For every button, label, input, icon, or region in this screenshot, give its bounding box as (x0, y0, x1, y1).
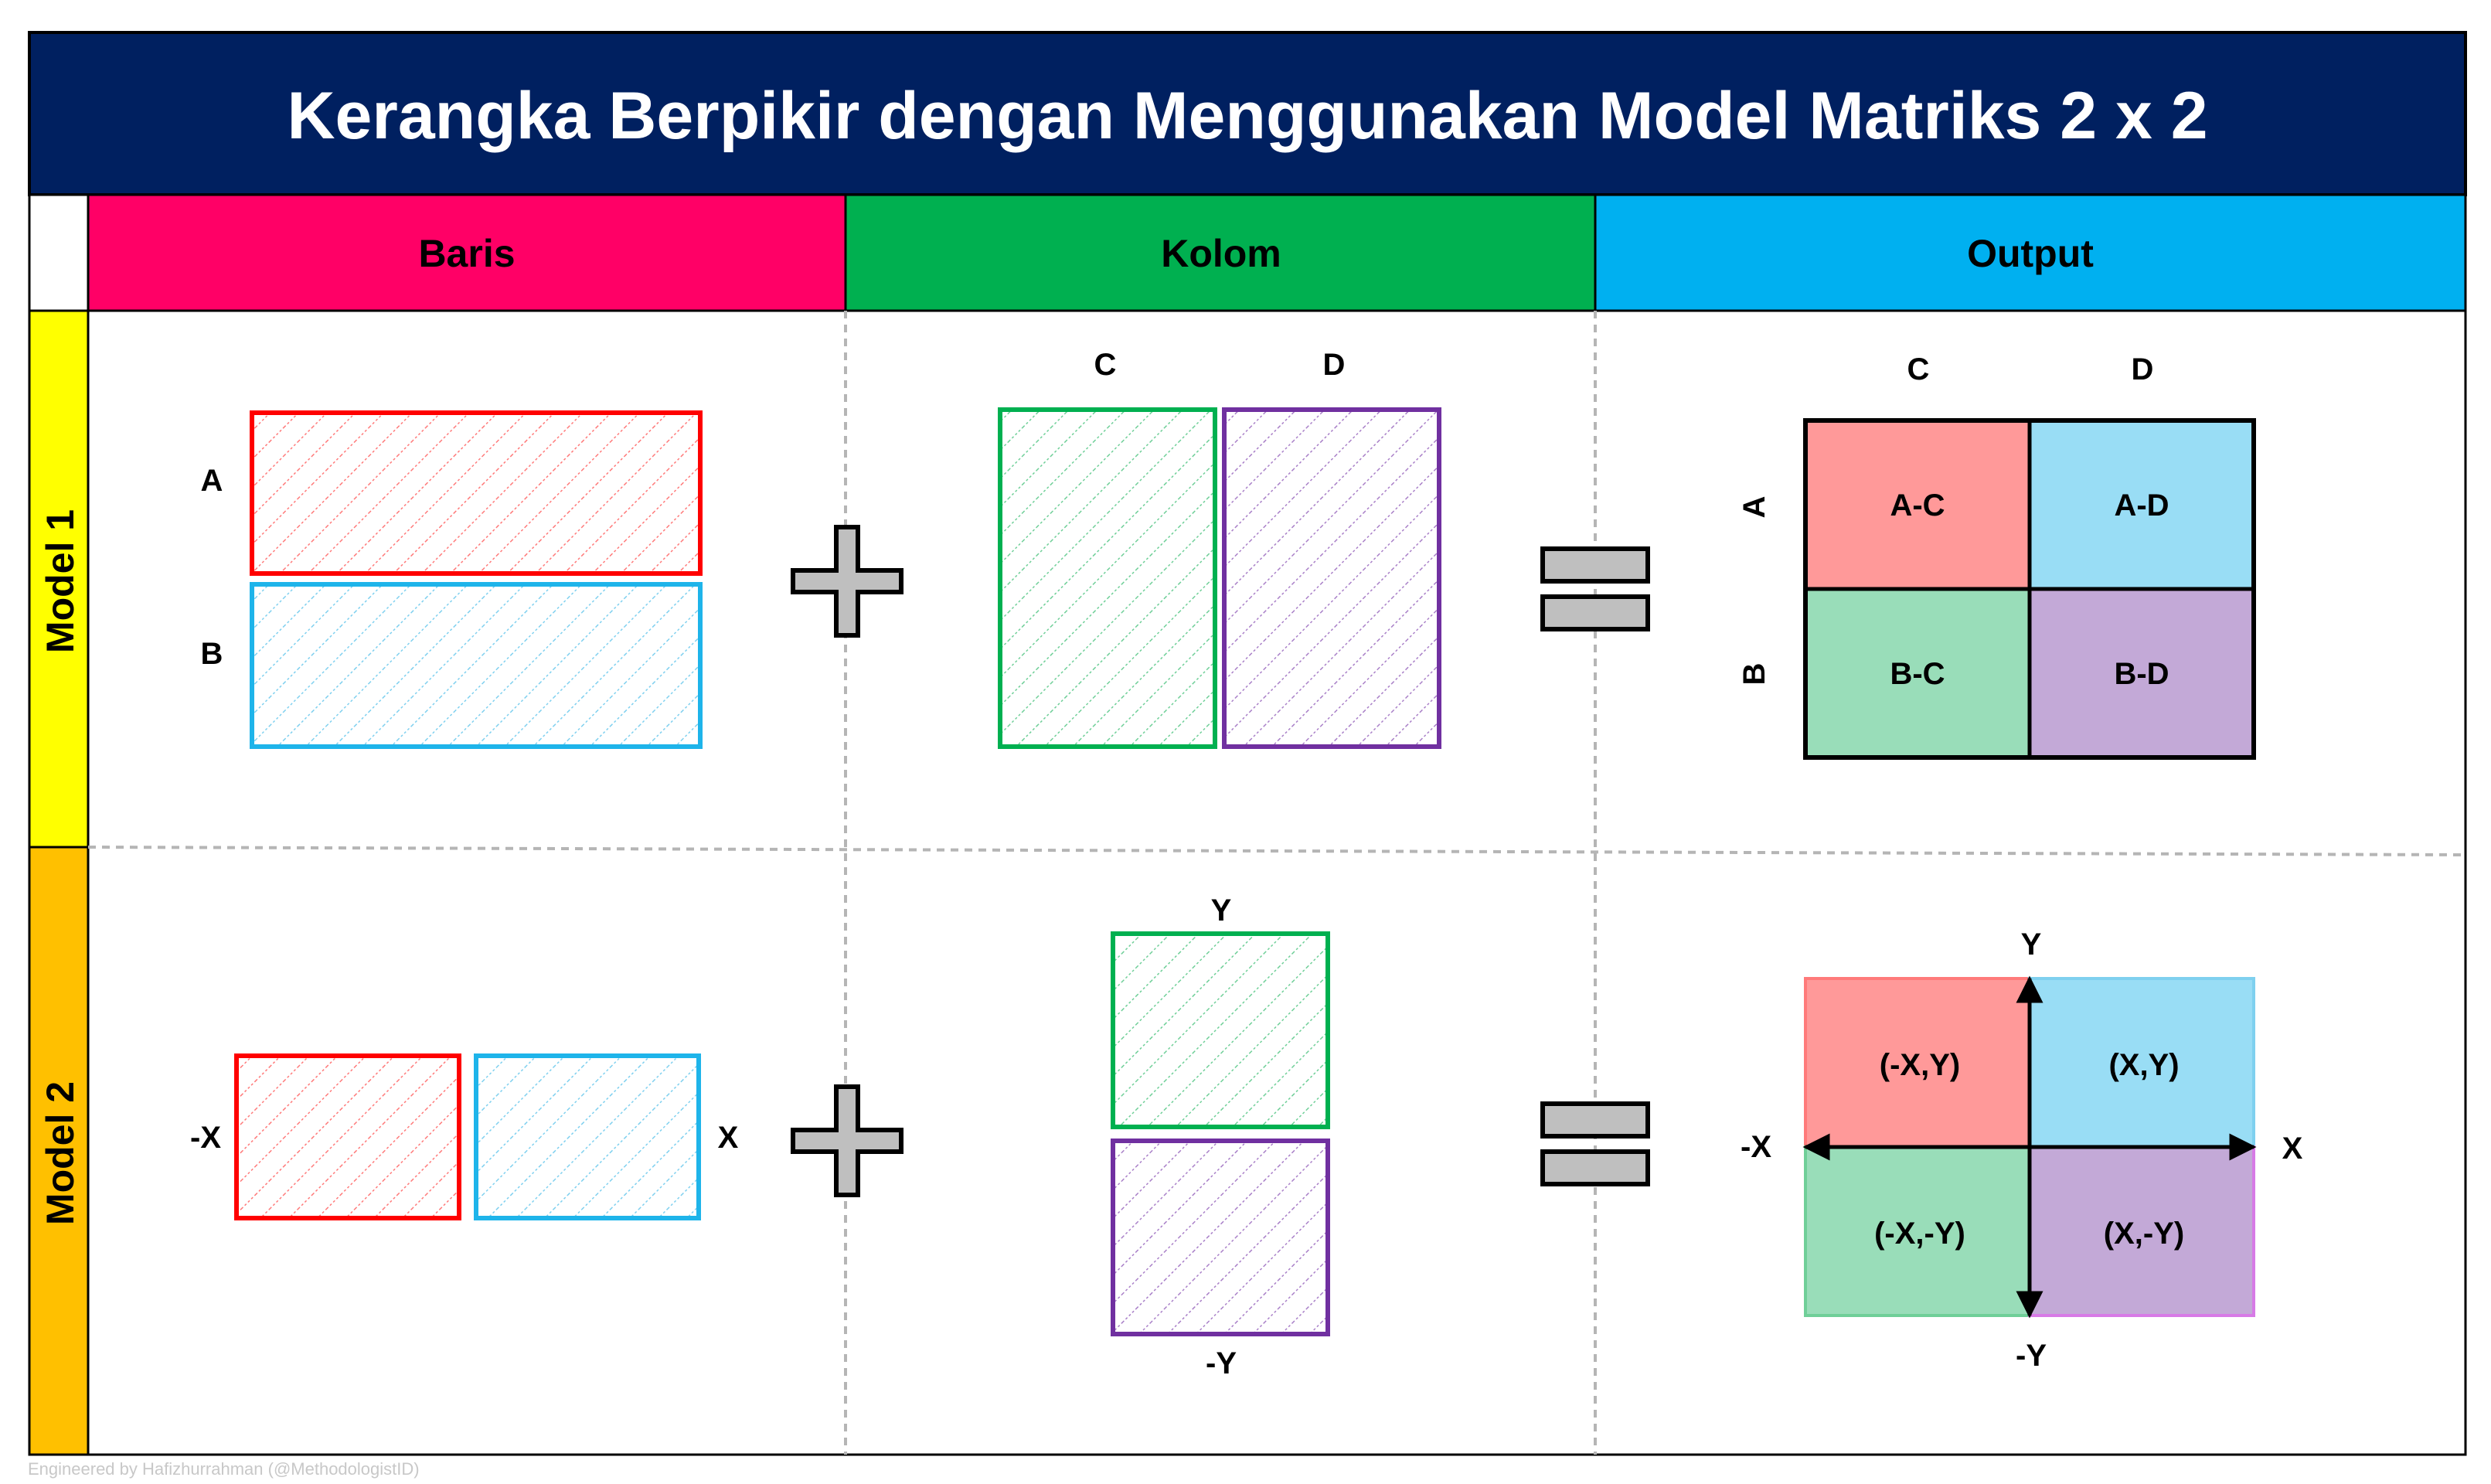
quadrant-neg-x-neg-y-label: (-X,-Y) (1874, 1217, 1965, 1251)
model1-col-d-bar (1222, 407, 1441, 749)
model1-output-matrix: A-C A-D B-C B-D C D A B (1737, 352, 2256, 760)
row-model1-label: Model 1 (39, 509, 82, 653)
model2-x-label: X (718, 1121, 739, 1155)
plus-icon (791, 525, 903, 638)
model2-y-label: Y (1211, 893, 1232, 928)
row-labels: Model 1 Model 2 (28, 309, 90, 1456)
quadrant-neg-x-y (1804, 977, 2031, 1149)
equals-icon (1540, 546, 1650, 631)
model1-col-d-label: D (1323, 348, 1346, 382)
corner-cell (28, 193, 90, 312)
cell-b-c (1805, 589, 2030, 757)
model1-row-b-label: B (201, 637, 223, 671)
model2-kolom: Y -Y (1111, 893, 1330, 1380)
row-model2 (28, 846, 90, 1456)
header-output (1594, 193, 2467, 312)
model2-neg-x-bar (234, 1053, 461, 1220)
axis-y-label: Y (2021, 928, 2042, 962)
footer-credit: Engineered by Hafizhurrahman (@Methodolo… (28, 1459, 420, 1479)
cell-b-c-label: B-C (1890, 657, 1945, 691)
column-header-row: Baris Kolom Output (28, 193, 2467, 312)
model1-col-c-label: C (1094, 348, 1117, 382)
page-title: Kerangka Berpikir dengan Menggunakan Mod… (287, 79, 2207, 153)
cell-b-d-label: B-D (2114, 657, 2169, 691)
model2-baris: -X X (190, 1053, 739, 1220)
quadrant-neg-x-neg-y (1804, 1145, 2031, 1317)
cell-a-d (2030, 420, 2254, 589)
axis-neg-y-label: -Y (2016, 1339, 2047, 1373)
header-baris (87, 193, 847, 312)
model2-output-quadrants: (-X,Y) (X,Y) (-X,-Y) (X,-Y) Y -Y -X X (1741, 928, 2303, 1373)
cell-a-c-label: A-C (1890, 488, 1945, 522)
model1-row-a-bar (250, 410, 703, 576)
model2-y-bar (1111, 931, 1330, 1129)
title-bar: Kerangka Berpikir dengan Menggunakan Mod… (28, 31, 2467, 196)
model2-neg-y-label: -Y (1206, 1346, 1237, 1380)
output-col-c-label: C (1907, 352, 1930, 386)
cell-b-d (2030, 589, 2254, 757)
output-row-b-label: B (1737, 663, 1771, 686)
quadrant-x-neg-y-label: (X,-Y) (2104, 1217, 2184, 1251)
model1-col-c-bar (998, 407, 1217, 749)
header-kolom-label: Kolom (1161, 232, 1281, 275)
row-model2-label: Model 2 (39, 1081, 82, 1225)
grid-lines (87, 309, 2467, 1456)
model1-row-b-bar (250, 582, 703, 749)
cell-a-c (1805, 420, 2030, 589)
axis-x-label: X (2282, 1132, 2303, 1166)
quadrant-x-y-label: (X,Y) (2108, 1048, 2179, 1082)
header-output-label: Output (1967, 232, 2094, 275)
quadrant-x-neg-y (2028, 1145, 2255, 1317)
equals-icon (1540, 1101, 1650, 1186)
model1-baris: A B (201, 410, 703, 749)
output-col-d-label: D (2132, 352, 2154, 386)
header-kolom (844, 193, 1597, 312)
model1-row-a-label: A (201, 464, 223, 498)
model1-kolom: C D (998, 348, 1441, 749)
output-row-a-label: A (1737, 496, 1771, 519)
model2-neg-y-bar (1111, 1139, 1330, 1336)
header-baris-label: Baris (418, 232, 515, 275)
quadrant-neg-x-y-label: (-X,Y) (1880, 1048, 1960, 1082)
cell-a-d-label: A-D (2114, 488, 2169, 522)
model2-neg-x-label: -X (190, 1121, 221, 1155)
axis-neg-x-label: -X (1741, 1130, 1771, 1164)
plus-icon (791, 1084, 903, 1197)
quadrant-x-y (2028, 977, 2255, 1149)
model2-x-bar (474, 1053, 701, 1220)
